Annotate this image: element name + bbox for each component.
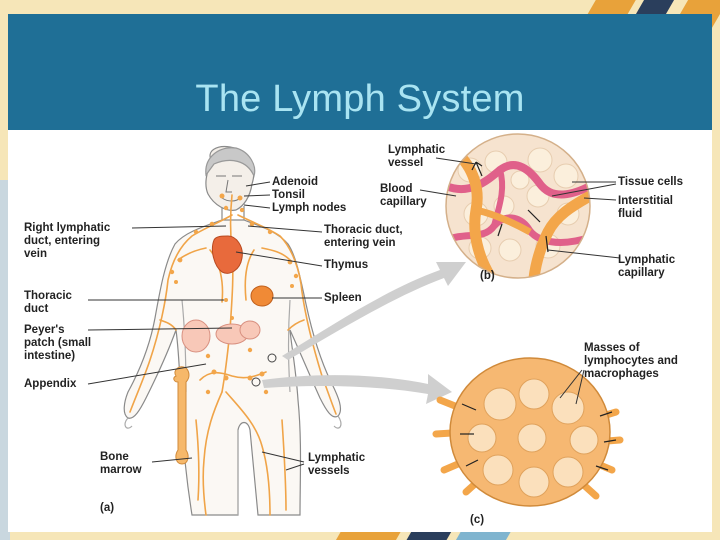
label-bone-marrow: Bone marrow	[100, 451, 142, 476]
spleen-organ	[250, 285, 274, 307]
tissue-circle	[446, 134, 590, 278]
label-thoracic-duct: Thoracic duct	[24, 290, 72, 315]
panel-b-tag: (b)	[480, 270, 495, 282]
label-tissue-cells: Tissue cells	[618, 176, 683, 188]
label-lymphatic-vessel: Lymphatic vessel	[388, 144, 446, 169]
arrow-to-panel-c	[262, 374, 452, 404]
label-appendix: Appendix	[24, 378, 77, 390]
label-lymphatic-vessels: Lymphatic vessels	[308, 452, 366, 477]
label-right-lymphatic-duct: Right lymphatic duct, entering vein	[24, 222, 111, 260]
panel-a-tag: (a)	[100, 502, 115, 514]
title-bar: The Lymph System	[8, 14, 712, 130]
thymus-organ	[211, 235, 243, 274]
lymph-node-dots	[169, 193, 299, 395]
label-thymus: Thymus	[324, 259, 369, 271]
label-peyers-patch: Peyer's patch (small intestine)	[24, 324, 92, 362]
callout-circle-1	[267, 353, 277, 363]
label-tonsil: Tonsil	[272, 189, 306, 201]
arrow-to-panel-b	[282, 262, 466, 360]
panel-c-leader-lines	[559, 369, 585, 405]
label-adenoid: Adenoid	[272, 176, 318, 188]
lymph-node-cross-section	[432, 357, 624, 507]
slide-title: The Lymph System	[195, 78, 525, 120]
label-masses-of-lymphocytes: Masses of lymphocytes and macrophages	[584, 342, 678, 380]
tissue-circle-outline	[445, 133, 591, 279]
label-lymphatic-capillary: Lymphatic capillary	[618, 254, 676, 279]
label-interstitial-fluid: Interstitial fluid	[618, 195, 673, 220]
panel-c-tag: (c)	[470, 514, 485, 526]
label-spleen: Spleen	[324, 292, 362, 304]
label-thoracic-duct-entering-vein: Thoracic duct, entering vein	[324, 224, 403, 249]
left-decoration	[0, 180, 10, 540]
label-blood-capillary: Blood capillary	[380, 183, 427, 208]
label-lymph-nodes: Lymph nodes	[272, 202, 347, 214]
panel-a-leader-lines	[87, 181, 323, 471]
human-figure	[123, 145, 342, 516]
callout-circle-2	[251, 377, 261, 387]
panel-b-leader-lines	[419, 157, 621, 259]
